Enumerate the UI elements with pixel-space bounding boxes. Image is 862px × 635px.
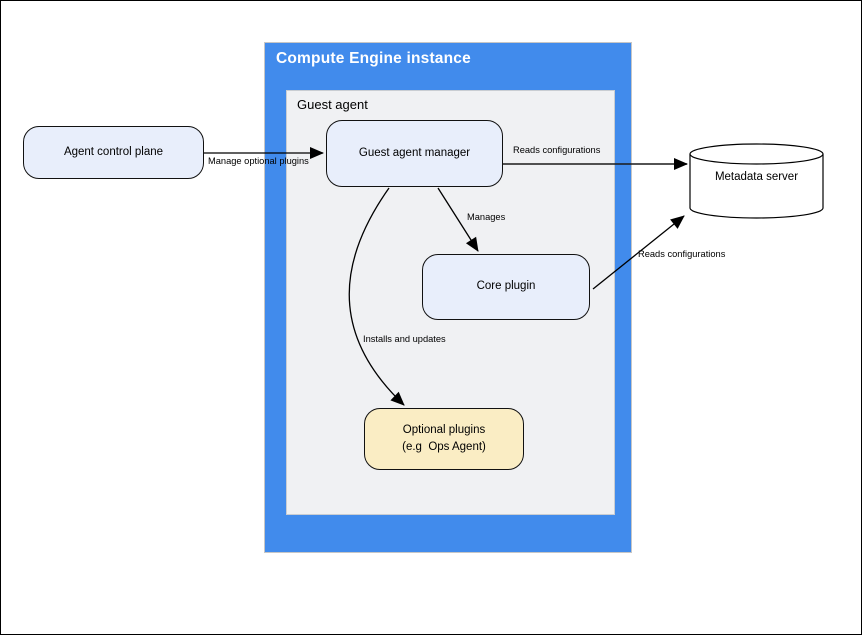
node-core-plugin: Core plugin — [422, 254, 590, 320]
edge-label-manages: Manages — [467, 212, 506, 222]
node-optional-plugins: Optional plugins (e.g Ops Agent) — [364, 408, 524, 470]
guest-agent-title: Guest agent — [297, 97, 368, 112]
edge-label-reads-configurations-manager: Reads configurations — [513, 145, 601, 155]
edge-label-installs-and-updates: Installs and updates — [363, 334, 446, 344]
node-metadata-server: Metadata server — [714, 171, 799, 183]
edge-label-reads-configurations-core: Reads configurations — [638, 249, 726, 259]
node-guest-agent-manager: Guest agent manager — [326, 120, 503, 187]
node-agent-control-plane: Agent control plane — [23, 126, 204, 179]
compute-engine-instance-title: Compute Engine instance — [276, 50, 471, 67]
edge-label-manage-optional-plugins: Manage optional plugins — [208, 156, 309, 166]
